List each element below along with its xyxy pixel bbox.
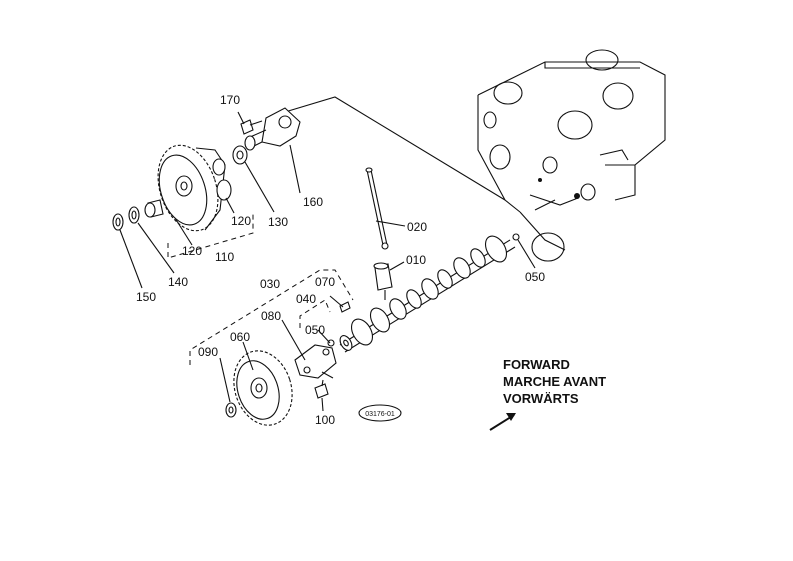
label-170: 170 — [220, 93, 240, 107]
plug-050-right — [512, 233, 520, 241]
label-090: 090 — [198, 345, 218, 359]
label-150: 150 — [136, 290, 156, 304]
bushing-120-lower — [144, 199, 164, 218]
reference-code: 03176-01 — [365, 411, 395, 418]
bushing-120-upper — [212, 158, 232, 201]
nut-090 — [225, 402, 237, 418]
bracket-dash-040 — [299, 299, 331, 328]
label-140: 140 — [168, 275, 188, 289]
reference-code-badge: 03176-01 — [358, 404, 402, 422]
label-100: 100 — [315, 413, 335, 427]
direction-label-de: VORWÄRTS — [503, 391, 579, 406]
label-080: 080 — [261, 309, 281, 323]
label-020: 020 — [407, 220, 427, 234]
label-050-lower: 050 — [305, 323, 325, 337]
engine-block — [477, 49, 666, 262]
direction-label-fr: MARCHE AVANT — [503, 374, 606, 389]
push-rod-020 — [365, 167, 389, 250]
label-120-lower: 120 — [182, 244, 202, 258]
label-070: 070 — [315, 275, 335, 289]
forward-arrow-icon — [489, 413, 516, 431]
leader-line-bracket — [284, 96, 506, 201]
direction-label-en: FORWARD — [503, 357, 570, 372]
label-160: 160 — [303, 195, 323, 209]
bolt-170 — [240, 119, 263, 135]
leader-lines — [119, 111, 536, 412]
snap-ring-150 — [112, 213, 124, 231]
plate-080 — [294, 344, 337, 379]
bracket-dash-030 — [189, 269, 354, 365]
washer-130 — [232, 145, 248, 165]
tappet-010 — [373, 262, 393, 300]
washer-140 — [128, 206, 140, 224]
bolt-100 — [314, 379, 329, 399]
label-060: 060 — [230, 330, 250, 344]
label-030: 030 — [260, 277, 280, 291]
label-130: 130 — [268, 215, 288, 229]
label-120-upper: 120 — [231, 214, 251, 228]
label-040: 040 — [296, 292, 316, 306]
key-070 — [339, 301, 351, 313]
bracket-160 — [244, 107, 301, 151]
label-050-right: 050 — [525, 270, 545, 284]
label-110: 110 — [215, 250, 234, 264]
pin-050-lower — [327, 339, 335, 347]
gear-110 — [157, 144, 226, 232]
camshaft — [339, 235, 516, 353]
gear-060 — [233, 350, 293, 426]
label-010: 010 — [406, 253, 426, 267]
